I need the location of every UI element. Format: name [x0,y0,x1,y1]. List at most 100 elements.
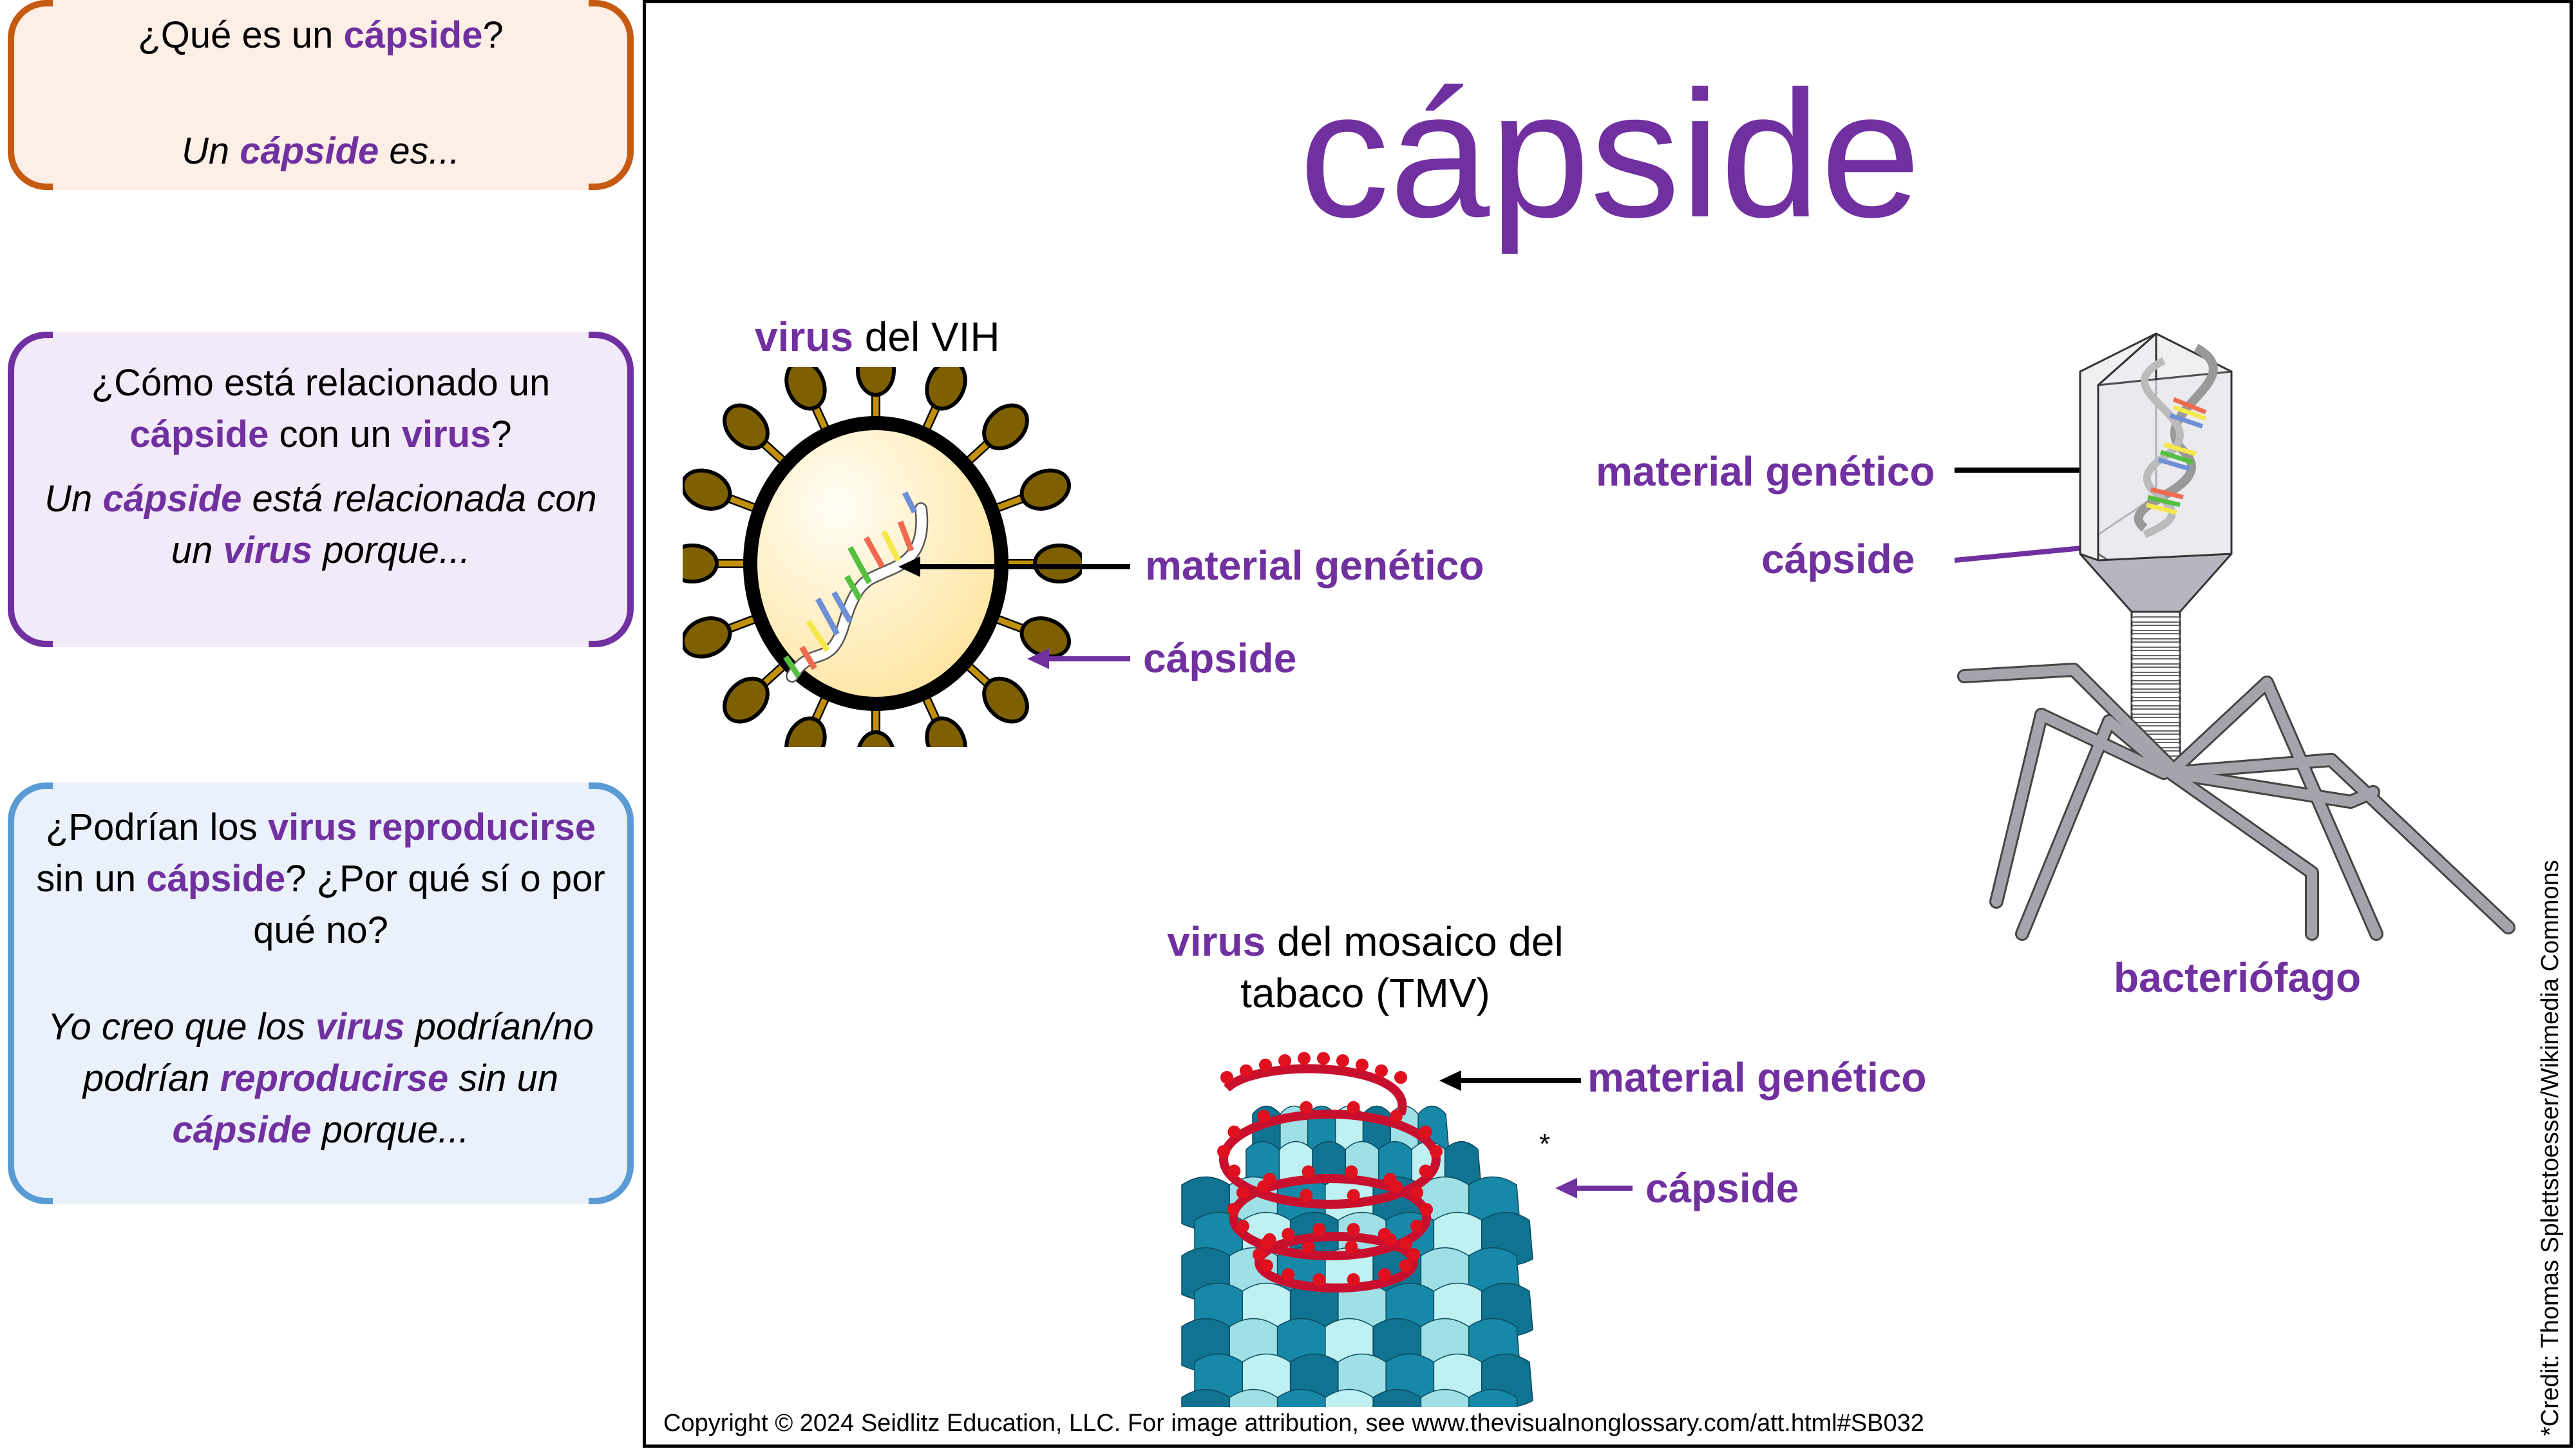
tmv-rna-base [1227,1203,1240,1216]
tmv-label-capsid: cápside [1645,1165,1799,1211]
tmv-rna-base [1260,1236,1273,1250]
hiv-label-genetic-material: material genético [1145,542,1484,589]
tmv-rna-base [1347,1189,1360,1202]
tmv-protein-subunit [1372,1388,1423,1407]
hiv-spike-knob [683,616,732,659]
card-1-answer-prompt: Un cápside es... [182,130,460,172]
hiv-rna-strand [783,491,929,683]
tmv-rna-base [1236,1186,1249,1199]
tmv-rna-base [1217,1145,1230,1158]
tmv-rna-base [1317,1052,1330,1065]
tmv-label-genetic-material: material genético [1587,1054,1927,1101]
phage-tail-ring [2131,700,2181,706]
tmv-rna-base [1253,1248,1265,1261]
hiv-label-capsid: cápside [1143,635,1297,681]
tmv-rna-base [1312,1273,1326,1286]
tmv-rna-base [1302,1240,1315,1254]
tmv-illustration [1181,1052,1533,1407]
tmv-rna-base [1347,1273,1360,1286]
hiv-spike-knob [784,716,827,747]
tmv-rna-base [1419,1164,1432,1178]
tmv-rna-base [1407,1248,1420,1261]
image-credit: *Credit: Thomas Splettstoesser/Wikimedia… [2537,860,2564,1436]
tmv-caption: virus del mosaico del tabaco (TMV) [1167,918,1564,1016]
tmv-rna-bases [1217,1052,1443,1286]
phage-tail-ring [2131,616,2181,623]
tmv-rna-base [1356,1058,1368,1072]
hiv-genetic-arrow [898,556,1130,577]
hiv-caption: virus del VIH [755,314,1000,360]
hiv-spike-knob [982,403,1029,451]
card-3-question: ¿Podrían los virus reproducirse sin un c… [36,806,605,951]
phage-tail-ring [2131,692,2181,698]
tmv-rna-base [1240,1064,1253,1077]
phage-tail-ring [2131,683,2181,690]
tmv-protein-subunit [1468,1388,1519,1407]
tmv-protein-subunit [1181,1388,1231,1407]
bacteriophage-illustration [1957,332,2515,941]
tmv-rna-base [1227,1125,1241,1139]
phage-tail-ring [2131,633,2181,639]
tmv-rna-base [1260,1259,1273,1273]
phage-tail-ring [2131,650,2181,656]
tmv-rna-base [1420,1203,1433,1216]
hiv-spike-knob [925,367,967,411]
hiv-spike-knob [723,403,770,451]
tmv-rna-base [1345,1240,1358,1254]
phage-caption: bacteriófago [2114,954,2362,1001]
hiv-spike-knob [1019,468,1072,511]
card-2-question: ¿Cómo está relacionado un cápside con un… [91,362,551,455]
tmv-rna-base [1389,1110,1403,1123]
question-card-1: ¿Qué es un cápside? Un cápside es... [8,0,634,190]
copyright-footer: Copyright © 2024 Seidlitz Education, LLC… [663,1410,1924,1437]
question-card-2: ¿Cómo está relacionado un cápside con un… [8,332,634,647]
hiv-spike-knob [784,367,827,411]
tmv-protein-subunit [1420,1388,1470,1407]
phage-tail-ring [2131,641,2181,648]
hiv-capsid-arrow [1027,649,1130,669]
tmv-protein-subunit [1325,1388,1375,1407]
hiv-spike-knob [683,544,719,583]
tmv-rna-base [1336,1054,1349,1068]
tmv-rna-base [1378,1268,1391,1282]
tmv-rna-base [1394,1071,1407,1084]
tmv-rna-base [1298,1052,1311,1065]
tmv-rna-base [1345,1165,1358,1179]
tmv-rna-base [1302,1165,1315,1179]
tmv-rna-base [1347,1101,1360,1114]
tmv-genetic-arrow [1439,1070,1581,1091]
tmv-rna-base [1259,1058,1272,1072]
phage-tail-ring [2131,675,2181,681]
tmv-rna-base [1399,1236,1413,1250]
tmv-rna-base [1383,1173,1397,1186]
tmv-protein-subunit [1276,1388,1327,1407]
card-1-question: ¿Qué es un cápside? [138,14,504,56]
phage-dna-helix [2134,343,2218,538]
tmv-rna-base [1263,1173,1276,1186]
phage-tail-ring [2131,717,2181,723]
tmv-rna-base [1236,1220,1249,1233]
tmv-rna-base [1419,1125,1432,1139]
question-card-3: ¿Podrían los virus reproducirse sin un c… [8,782,634,1204]
tmv-capsid-proteins [1181,1105,1533,1407]
tmv-rna-base [1312,1223,1326,1236]
phage-label-genetic-material: material genético [1596,448,1935,495]
tmv-rna-base [1282,1227,1295,1241]
hiv-spike-knob [925,716,967,747]
tmv-rna-base [1220,1071,1233,1084]
tmv-rna-helix [1219,1064,1441,1293]
hiv-spike-knob [856,367,896,397]
tmv-capsid-arrow [1555,1178,1633,1198]
tmv-rna-base [1430,1145,1443,1158]
hiv-virus-illustration [683,367,1082,747]
hiv-spike-knob [723,676,770,724]
tmv-credit-asterisk: * [1539,1128,1551,1160]
phage-tail-ring [2131,667,2181,673]
phage-tail-ring [2131,708,2181,715]
hiv-spike-knob [982,676,1029,724]
hiv-spikes [683,367,1082,747]
tmv-rna-base [1347,1223,1360,1236]
phage-tail-rings [2131,616,2181,757]
hiv-spike-knob [1033,544,1082,583]
tmv-rna-base [1300,1189,1313,1202]
